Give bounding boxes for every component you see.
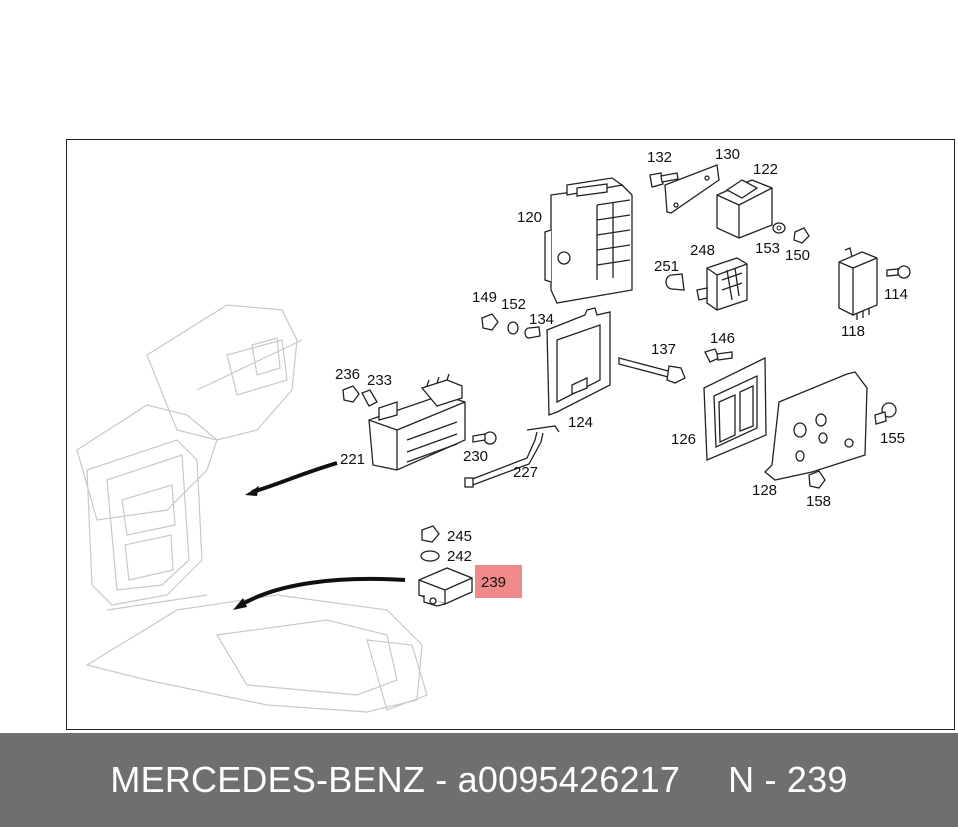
part-label-236[interactable]: 236 (335, 366, 360, 383)
part-label-251[interactable]: 251 (654, 258, 679, 275)
part-label-233[interactable]: 233 (367, 372, 392, 389)
part-label-248[interactable]: 248 (690, 242, 715, 259)
relay-122 (716, 179, 773, 239)
part-label-239[interactable]: 239 (481, 574, 506, 591)
module-248 (696, 257, 748, 311)
screw-114 (886, 265, 911, 279)
part-label-158[interactable]: 158 (806, 493, 831, 510)
part-label-153[interactable]: 153 (755, 240, 780, 257)
nut-149 (481, 313, 499, 331)
part-label-130[interactable]: 130 (715, 146, 740, 163)
part-label-245[interactable]: 245 (447, 528, 472, 545)
part-label-132[interactable]: 132 (647, 149, 672, 166)
part-label-134[interactable]: 134 (529, 311, 554, 328)
screw-155 (874, 402, 897, 425)
parts-diagram-frame: 132 130 122 120 153 150 248 251 114 118 … (66, 139, 955, 730)
part-label-155[interactable]: 155 (880, 430, 905, 447)
bracket-124 (546, 307, 611, 416)
part-label-124[interactable]: 124 (568, 414, 593, 431)
bolt-132 (649, 172, 679, 188)
arrow-239-head (233, 598, 247, 610)
part-label-150[interactable]: 150 (785, 247, 810, 264)
part-label-114[interactable]: 114 (884, 286, 908, 303)
washer-153 (772, 222, 786, 234)
part-label-137[interactable]: 137 (651, 341, 676, 358)
nut-158 (808, 470, 826, 489)
part-label-227[interactable]: 227 (513, 464, 538, 481)
brand-name: MERCEDES-BENZ (110, 759, 426, 800)
sleeve-134 (524, 326, 541, 339)
part-label-221[interactable]: 221 (340, 451, 365, 468)
part-label-152[interactable]: 152 (501, 296, 526, 313)
separator: - (435, 759, 448, 800)
part-label-128[interactable]: 128 (752, 482, 777, 499)
clip-233 (361, 389, 378, 407)
bolt-137 (618, 357, 686, 384)
part-labels: 132 130 122 120 153 150 248 251 114 118 … (335, 146, 908, 591)
highlight-box-239 (475, 565, 522, 598)
frame-126 (703, 356, 767, 461)
cable-227 (464, 425, 560, 488)
part-label-146[interactable]: 146 (710, 330, 735, 347)
plate-128 (764, 371, 868, 481)
screw-146 (704, 348, 733, 363)
part-label-120[interactable]: 120 (517, 209, 542, 226)
part-label-122[interactable]: 122 (753, 161, 778, 178)
part-number: a0095426217 (457, 759, 681, 800)
parts-diagram: 132 130 122 120 153 150 248 251 114 118 … (76, 146, 911, 713)
screw-230 (472, 431, 497, 445)
part-label-230[interactable]: 230 (463, 448, 488, 465)
arrow-221-head (245, 486, 259, 496)
car-interior-outline (76, 304, 428, 713)
nut-236 (342, 385, 360, 403)
part-label-118[interactable]: 118 (841, 323, 865, 340)
diagram-reference: N - 239 (728, 759, 848, 800)
arrow-239 (237, 576, 406, 608)
part-info-footer: MERCEDES-BENZ - a0095426217 N - 239 (0, 733, 958, 827)
part-label-126[interactable]: 126 (671, 431, 696, 448)
nut-245 (421, 525, 440, 543)
washer-242 (420, 550, 440, 562)
washer-152 (507, 321, 519, 335)
control-unit-120 (544, 177, 633, 304)
sleeve-251 (665, 273, 685, 291)
arrow-221 (251, 461, 338, 494)
nut-150 (793, 227, 810, 244)
part-label-149[interactable]: 149 (472, 289, 497, 306)
relay-118 (838, 247, 878, 320)
sensor-239 (418, 567, 473, 607)
part-label-242[interactable]: 242 (447, 548, 472, 565)
fuse-box-221 (368, 373, 466, 471)
bracket-130 (664, 164, 720, 214)
